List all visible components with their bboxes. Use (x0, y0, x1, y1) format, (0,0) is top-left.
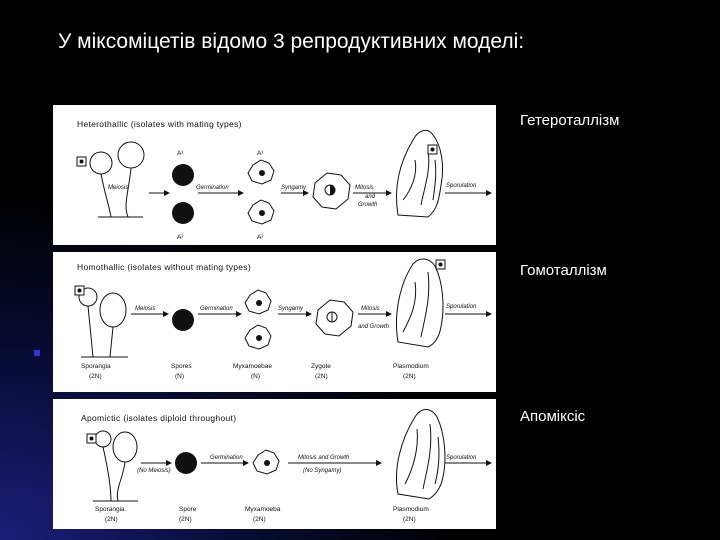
stage-label: Plasmodium (393, 506, 429, 513)
spore (172, 309, 194, 331)
stage-label: Sporangia (81, 363, 111, 370)
plasmodium-figure (396, 409, 446, 500)
ploidy-label: (2N) (105, 516, 118, 523)
heterothallic-diagram: Heterothallic (isolates with mating type… (76, 119, 492, 241)
label-germination: Germination (196, 185, 229, 191)
label-sporulation: Sporulation (446, 304, 477, 310)
ploidy-label: (2N) (315, 373, 328, 380)
label-sporulation: Sporulation (446, 455, 477, 461)
label-meiosis: Meiosis (108, 185, 128, 191)
label-mitosis: Mitosis (355, 185, 374, 191)
stage-label: Myxamoeba (245, 506, 281, 513)
ploidy-label: (2N) (403, 373, 416, 380)
ploidy-label: (N) (251, 373, 260, 380)
ploidy-label: (N) (175, 373, 184, 380)
stage-label: Spore (179, 506, 197, 513)
label-no-meiosis: (No Meiosis) (137, 468, 171, 474)
sporangia-figure (93, 430, 138, 502)
label-syngamy: Syngamy (278, 306, 304, 312)
apomictic-panel: Apomictic (isolates diploid throughout) … (53, 399, 496, 529)
heterothallic-panel: Heterothallic (isolates with mating type… (53, 105, 496, 245)
label-and: and (365, 194, 376, 200)
sporangia-figure (78, 287, 128, 358)
label-mitosis-growth: Mitosis and Growth (298, 455, 350, 461)
ploidy-label: (2N) (253, 516, 266, 523)
label-homothallism: Гомоталлізм (520, 262, 607, 279)
slide-title: У міксоміцетів відомо 3 репродуктивних м… (58, 30, 525, 53)
apomictic-diagram: Apomictic (isolates diploid throughout) … (81, 409, 492, 523)
spore-a2 (172, 202, 194, 224)
stage-label: Zygote (311, 363, 331, 370)
label-a2-amoeba: A² (257, 234, 264, 241)
label-heterothallism: Гетероталлізм (520, 112, 620, 129)
label-sporulation: Sporulation (446, 183, 477, 189)
plasmodium-figure (395, 129, 444, 218)
apomictic-header: Apomictic (isolates diploid throughout) (81, 413, 236, 423)
label-no-syngamy: (No Syngamy) (303, 468, 341, 474)
label-and-growth: and Growth (358, 324, 390, 330)
stage-label: Myxamoebae (233, 363, 272, 370)
stage-label: Sporangia (95, 506, 125, 513)
label-apomixis: Апоміксіс (520, 408, 586, 425)
ploidy-label: (2N) (403, 516, 416, 523)
label-germination: Germination (210, 455, 243, 461)
label-a1-top: A¹ (177, 150, 184, 157)
stage-label: Spores (171, 363, 192, 370)
ploidy-label: (2N) (89, 373, 102, 380)
bullet-icon (34, 350, 40, 356)
heterothallic-header: Heterothallic (isolates with mating type… (77, 119, 242, 129)
label-growth: Growth (358, 202, 378, 208)
ploidy-label: (2N) (179, 516, 192, 523)
label-syngamy: Syngamy (281, 185, 307, 191)
sporangia-figure (89, 141, 145, 218)
label-a2-bottom: A² (177, 234, 184, 241)
plasmodium-figure (395, 258, 444, 348)
spore (175, 452, 197, 474)
spore-a1 (172, 164, 194, 186)
icon-box (76, 156, 87, 167)
label-mitosis: Mitosis (361, 306, 380, 312)
homothallic-diagram: Homothallic (isolates without mating typ… (74, 258, 492, 380)
label-germination: Germination (200, 306, 233, 312)
homothallic-header: Homothallic (isolates without mating typ… (77, 262, 251, 272)
label-a1-amoeba: A¹ (257, 150, 264, 157)
homothallic-panel: Homothallic (isolates without mating typ… (53, 252, 496, 392)
label-meiosis: Meiosis (135, 306, 155, 312)
stage-label: Plasmodium (393, 363, 429, 370)
